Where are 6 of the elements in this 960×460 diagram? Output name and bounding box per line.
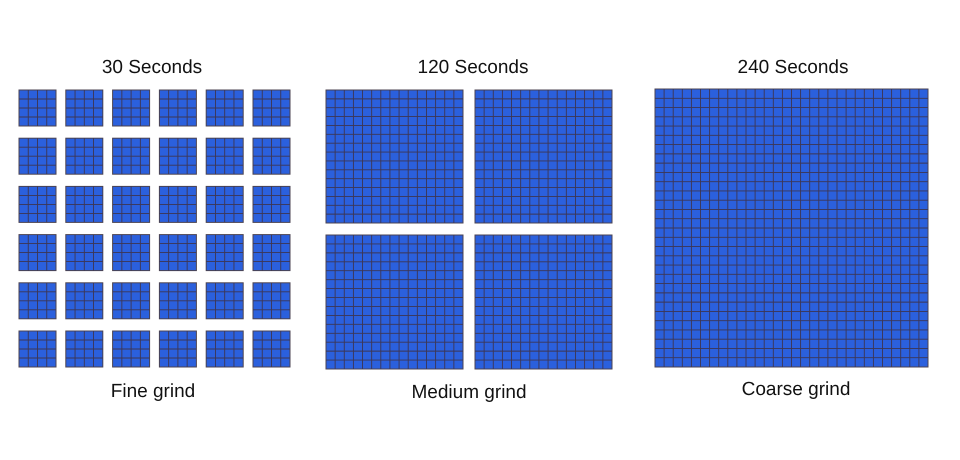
- panel-caption: Medium grind: [411, 383, 527, 403]
- panel-title: 120 Seconds: [418, 58, 528, 78]
- panel-title: 240 Seconds: [738, 58, 848, 78]
- panel-caption: Fine grind: [110, 382, 196, 402]
- panel-title: 30 Seconds: [102, 58, 202, 78]
- panel-caption: Coarse grind: [742, 380, 850, 400]
